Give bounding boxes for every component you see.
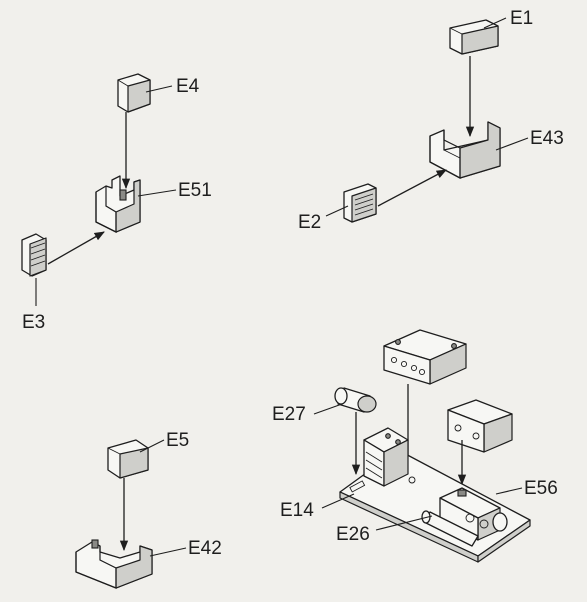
label-e5: E5 <box>166 430 189 451</box>
leader-e27 <box>313 403 343 415</box>
label-e3: E3 <box>22 312 45 333</box>
arrow-e3-to-e51 <box>47 231 105 265</box>
arrow-e2-to-e43 <box>377 169 447 207</box>
part-e56-component-assembly <box>421 487 508 547</box>
leader-e43 <box>495 137 529 151</box>
label-e56: E56 <box>524 478 558 499</box>
label-e27: E27 <box>272 404 306 425</box>
part-e42-housing <box>75 539 153 589</box>
leader-e26 <box>375 515 433 531</box>
leader-e4 <box>145 85 173 93</box>
part-e3-vent <box>21 233 47 277</box>
label-e14: E14 <box>280 500 314 521</box>
label-e4: E4 <box>176 76 200 97</box>
label-e51: E51 <box>178 180 212 201</box>
leader-e2 <box>325 205 349 217</box>
leader-e42 <box>149 547 187 557</box>
label-e43: E43 <box>530 128 564 149</box>
part-e1-cap <box>449 19 499 55</box>
leader-e14 <box>321 493 355 509</box>
leader-e56 <box>495 487 523 495</box>
part-top-module <box>383 329 467 385</box>
label-e1: E1 <box>510 8 533 29</box>
leader-e51 <box>137 189 177 197</box>
part-e2-vent <box>343 183 377 223</box>
part-e5-cap <box>107 439 149 479</box>
label-e26: E26 <box>336 524 370 545</box>
part-e51-housing <box>95 175 141 233</box>
part-e43-housing <box>429 121 501 179</box>
label-e42: E42 <box>188 538 222 559</box>
label-e2: E2 <box>298 212 321 233</box>
leader-e1 <box>483 17 507 29</box>
part-e27-cylinder <box>334 387 377 413</box>
part-side-module <box>447 399 513 453</box>
leader-e5 <box>139 439 165 453</box>
part-e4-cap <box>117 73 151 113</box>
part-center-block <box>363 427 409 487</box>
